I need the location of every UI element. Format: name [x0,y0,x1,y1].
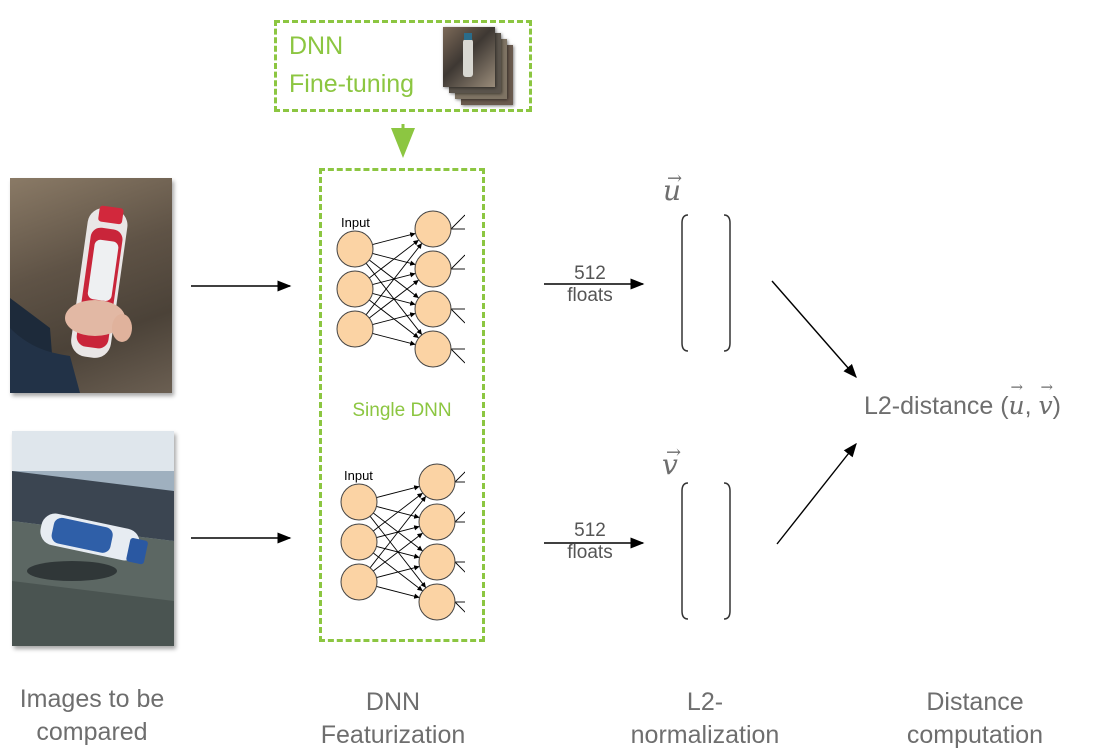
distance-v-letter: v [1038,391,1053,420]
vector-v-bracket [681,482,731,620]
caption-l2-normalization: L2- normalization [610,686,800,752]
caption-normalization-line2: normalization [630,721,780,749]
caption-featurization-line2: Featurization [320,721,466,749]
network-input-node [340,523,378,561]
network-input-node [336,230,374,268]
vector-u-letter: u [663,174,682,207]
output-size-bottom: 512 floats [545,520,635,564]
image-bottle-in-hand [10,178,172,393]
distance-formula: L2-distance (→u, →v) [864,378,1061,421]
windowsill-photo-graphic [12,431,174,646]
network-hidden-node [414,250,452,288]
output-unit-top: floats [567,285,613,306]
image-bottle-on-windowsill [12,431,174,646]
output-count-top: 512 [574,263,606,284]
distance-v: →v [1038,378,1054,420]
caption-images-line1: Images to be [19,685,165,713]
network-hidden-node [418,583,456,621]
caption-distance-line1: Distance [926,688,1024,716]
caption-normalization-line1: L2- [686,688,724,716]
network-hidden-node [418,503,456,541]
network-edge [372,333,416,346]
single-dnn-box: Single DNN [319,168,485,642]
caption-featurization-line1: DNN [365,688,421,716]
fine-tuning-line1: DNN [289,32,344,60]
arrow-v-to-distance [776,442,857,545]
output-size-top: 512 floats [545,263,635,307]
network-output-edge [450,348,465,364]
network-hidden-node [418,463,456,501]
output-count-bottom: 512 [574,520,606,541]
vector-v-letter: v [662,448,678,481]
network-hidden-node [414,330,452,368]
neural-network-bottom: Input [337,460,465,630]
network-edge [372,312,416,325]
network-input-node [340,563,378,601]
network-edge [368,239,420,279]
network-input-node [340,483,378,521]
network-output-edge [454,471,465,483]
image-stack-icon [443,27,519,109]
single-dnn-label: Single DNN [352,400,452,421]
network-hidden-node [414,210,452,248]
vector-arrow-accent: → [666,442,682,463]
caption-distance-computation: Distance computation [880,686,1070,752]
distance-prefix: L2-distance ( [864,392,1009,420]
network-edge [365,242,423,316]
vector-u-symbol: → u [663,168,682,207]
vector-v-symbol: → v [662,442,681,481]
neural-network-top: Input [333,207,465,377]
network-edge [372,232,416,245]
network-output-edge [450,214,465,230]
network-output-edge [450,254,465,270]
fine-tuning-box: DNN Fine-tuning [274,20,532,112]
network-graph-bottom [340,463,465,621]
fine-tuning-line2: Fine-tuning [289,70,415,98]
network-hidden-node [414,290,452,328]
distance-separator: , [1024,392,1039,420]
distance-u: →u [1008,378,1025,420]
distance-u-letter: u [1008,391,1025,420]
network-output-edge [454,511,465,523]
network-edge [376,586,420,599]
caption-images-to-compare: Images to be compared [2,683,182,749]
network-edge [376,565,420,578]
network-output-edge [454,601,465,613]
arrow-u-to-distance [771,280,857,379]
distance-suffix: ) [1052,392,1061,420]
network-output-edge [450,308,465,324]
caption-images-line2: compared [36,718,148,746]
network-edge [369,495,427,569]
network-edge [372,492,424,532]
network-hidden-node [418,543,456,581]
network-graph-top [336,210,465,368]
network-edge [372,532,424,572]
input-label-bottom: Input [344,468,373,483]
vector-arrow-accent: → [1040,378,1054,396]
output-unit-bottom: floats [567,542,613,563]
caption-distance-line2: computation [906,721,1044,749]
network-output-edge [454,561,465,573]
caption-dnn-featurization: DNN Featurization [298,686,488,752]
network-edge [368,279,420,319]
input-label-top: Input [341,215,370,230]
vector-u-bracket [681,214,731,352]
vector-arrow-accent: → [667,168,683,189]
vector-arrow-accent: → [1010,378,1024,396]
bottle-photo-graphic [10,205,132,393]
network-edge [376,485,420,498]
network-input-node [336,270,374,308]
network-input-node [336,310,374,348]
